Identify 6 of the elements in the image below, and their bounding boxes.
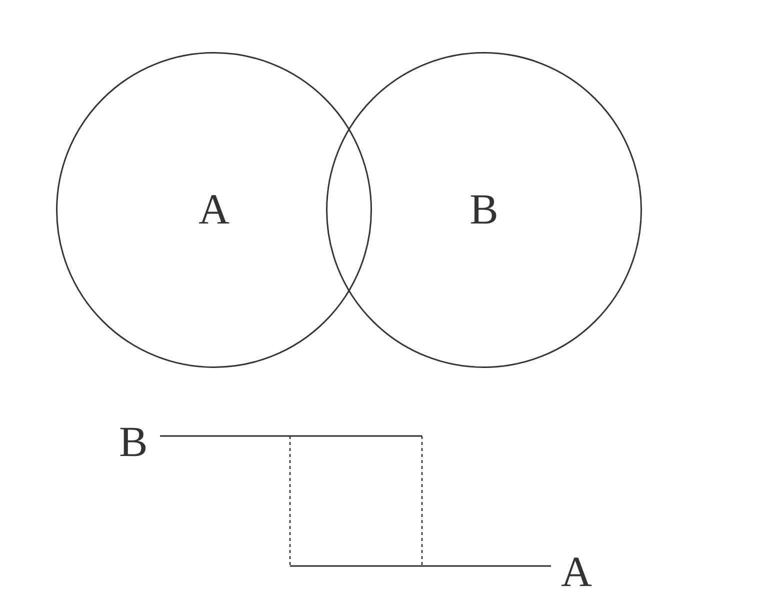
- segment-label: B: [119, 421, 148, 464]
- set-label: A: [198, 188, 230, 232]
- set-circle: [56, 52, 372, 368]
- segment-label: A: [561, 551, 592, 594]
- set-label: B: [470, 188, 498, 232]
- set-circle: [326, 52, 642, 368]
